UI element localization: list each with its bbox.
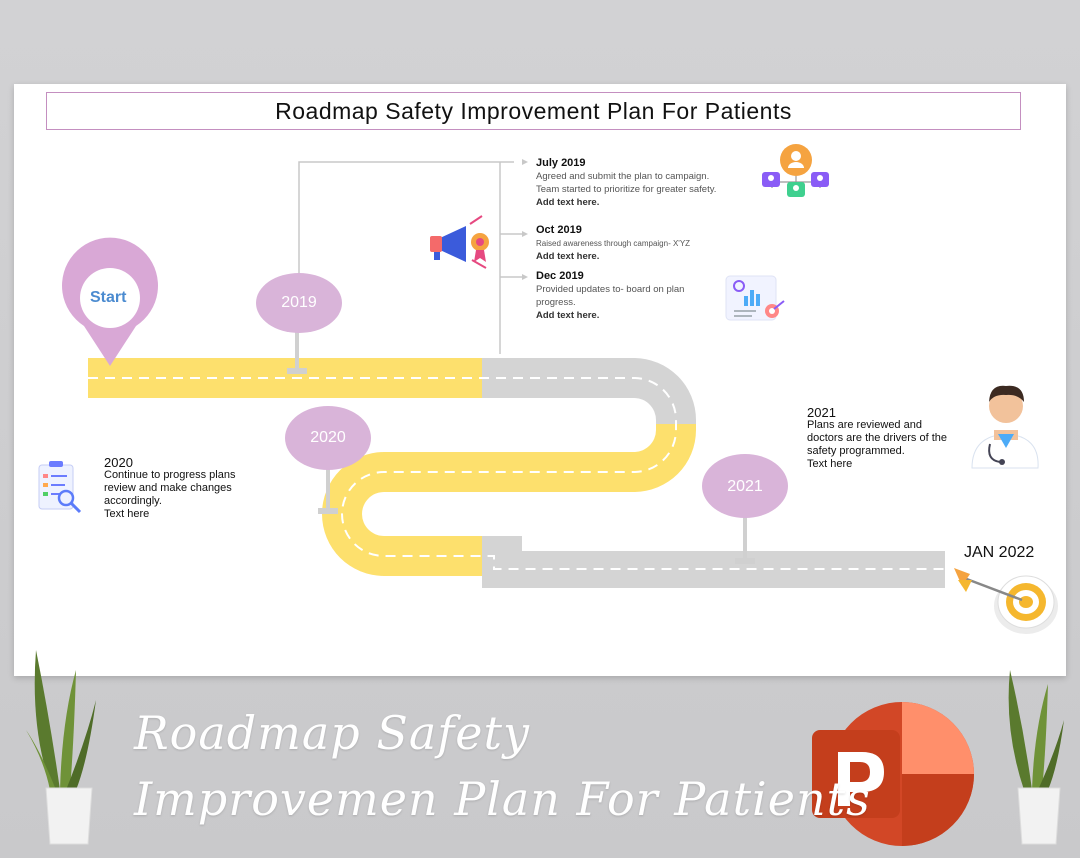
dart-target-icon — [954, 568, 1058, 634]
block-line: safety programmed. — [807, 445, 905, 457]
event-line: Agreed and submit the plan to campaign. — [536, 171, 710, 182]
block-add-text: Text here — [104, 508, 150, 520]
block-line: review and make changes — [104, 482, 232, 494]
event-add-text: Add text here. — [536, 251, 600, 262]
plant-icon — [26, 650, 96, 845]
team-hierarchy-icon — [762, 144, 829, 197]
milestone-2019-circle — [256, 273, 342, 333]
slide-title-box: Roadmap Safety Improvement Plan For Pati… — [46, 92, 1021, 130]
connector-lines — [298, 161, 522, 354]
milestone-2020-circle — [285, 406, 371, 470]
end-label: JAN 2022 — [964, 544, 1035, 561]
milestone-2021-label: 2021 — [727, 478, 763, 495]
slide-title: Roadmap Safety Improvement Plan For Pati… — [275, 97, 792, 124]
slide: Roadmap Safety Improvement Plan For Pati… — [14, 84, 1066, 676]
roadmap-diagram — [38, 144, 1058, 634]
event-dec-2019: Dec 2019 Provided updates to- board on p… — [536, 270, 716, 322]
doctor-icon — [971, 385, 1039, 469]
event-oct-2019: Oct 2019 Raised awareness through campai… — [536, 224, 766, 263]
block-2020: 2020 Continue to progress plans review a… — [104, 456, 274, 521]
checklist-search-icon — [38, 461, 82, 514]
milestone-circles — [256, 273, 788, 518]
connector-arrows — [522, 159, 528, 280]
block-line: Plans are reviewed and — [807, 419, 922, 431]
start-pin — [61, 237, 158, 366]
event-heading: July 2019 — [536, 157, 586, 169]
milestone-2020-label: 2020 — [310, 429, 346, 446]
milestone-2019-label: 2019 — [281, 294, 317, 311]
block-year: 2020 — [104, 455, 133, 470]
event-line: progress. — [536, 297, 576, 308]
event-line: Provided updates to- board on plan — [536, 284, 685, 295]
block-line: doctors are the drivers of the — [807, 432, 948, 444]
milestone-posts — [287, 330, 755, 564]
event-add-text: Add text here. — [536, 310, 600, 321]
start-label: Start — [90, 289, 127, 306]
block-line: Continue to progress plans — [104, 469, 236, 481]
road-segment-gray-1 — [482, 358, 696, 424]
event-july-2019: July 2019 Agreed and submit the plan to … — [536, 157, 766, 209]
report-chart-icon — [725, 275, 785, 321]
block-2021: 2021 Plans are reviewed and doctors are … — [807, 406, 977, 471]
powerpoint-logo-icon — [812, 702, 974, 846]
event-line: Raised awareness through campaign- X'YZ — [536, 239, 691, 248]
road-centre-line — [88, 377, 945, 570]
banner-title-line1: Roadmap Safety — [134, 706, 530, 760]
block-line: accordingly. — [104, 495, 162, 507]
block-year: 2021 — [807, 405, 836, 420]
event-heading: Dec 2019 — [536, 270, 584, 282]
megaphone-icon — [430, 215, 489, 269]
road — [88, 358, 945, 588]
milestone-2021-circle — [702, 454, 788, 518]
road-segment-yellow-2 — [322, 424, 696, 576]
event-heading: Oct 2019 — [536, 224, 582, 236]
event-line: Team started to prioritize for greater s… — [536, 184, 717, 195]
plant-icon — [1008, 670, 1064, 845]
banner-title-line2: Improvemen Plan For Patients — [134, 772, 871, 826]
block-add-text: Text here — [807, 458, 853, 470]
banner-decor — [26, 650, 1064, 846]
event-add-text: Add text here. — [536, 197, 600, 208]
